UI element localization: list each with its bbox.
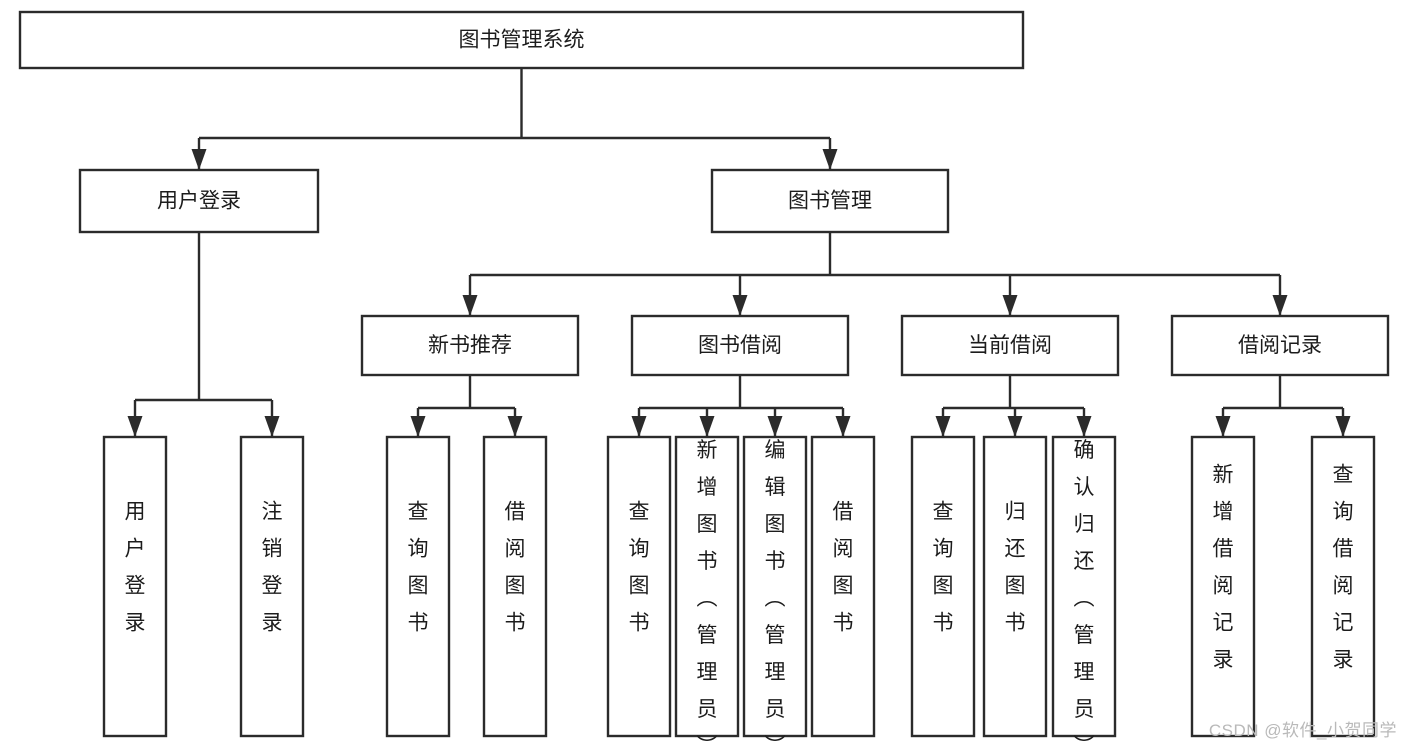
node-level3-3-box [1170, 314, 1390, 377]
node-leaf-1[interactable]: 注销登录 [239, 435, 305, 738]
node-leaf-11[interactable]: 新增借阅记录 [1190, 435, 1256, 738]
node-level3-0-label: 新书推荐 [428, 334, 512, 357]
node-leaf-7-label: 借阅图书 [833, 501, 854, 635]
node-leaf-7-box [810, 435, 876, 738]
node-level3-1[interactable]: 图书借阅 [630, 314, 850, 377]
edge-books-arrowhead-1 [732, 295, 748, 316]
edge-root-arrowhead-0 [191, 149, 207, 170]
node-leaf-2[interactable]: 查询图书 [385, 435, 451, 738]
node-leaf-11-box [1190, 435, 1256, 738]
node-leaf-7[interactable]: 借阅图书 [810, 435, 876, 738]
edge-login-arrowhead-1 [264, 416, 280, 437]
node-level2-0-box [78, 168, 320, 234]
edge-borrow-arrowhead-3 [835, 416, 851, 437]
node-leaf-12-label: 查询借阅记录 [1333, 464, 1354, 672]
node-leaf-0-label: 用户登录 [125, 501, 146, 635]
edge-books-arrowhead-2 [1002, 295, 1018, 316]
edge-root-arrowhead-1 [822, 149, 838, 170]
node-root-system-box [18, 10, 1025, 70]
node-level3-3[interactable]: 借阅记录 [1170, 314, 1390, 377]
node-level3-0[interactable]: 新书推荐 [360, 314, 580, 377]
node-leaf-1-label: 注销登录 [262, 501, 283, 635]
node-level2-0-label: 用户登录 [157, 190, 241, 213]
node-leaf-10-box [1051, 435, 1117, 738]
node-leaf-8-label: 查询图书 [933, 501, 954, 635]
edge-borrow-arrowhead-0 [631, 416, 647, 437]
node-leaf-4-label: 查询图书 [629, 501, 650, 635]
node-leaf-0-box [102, 435, 168, 738]
node-level2-0[interactable]: 用户登录 [78, 168, 320, 234]
node-leaf-3-box [482, 435, 548, 738]
node-level3-0-box [360, 314, 580, 377]
edge-records-arrowhead-1 [1335, 416, 1351, 437]
edge-newbooks-arrowhead-1 [507, 416, 523, 437]
node-level3-1-box [630, 314, 850, 377]
node-leaf-2-label: 查询图书 [408, 501, 429, 635]
node-leaf-9-box [982, 435, 1048, 738]
edge-books-arrowhead-0 [462, 295, 478, 316]
node-leaf-6-label: 编辑图书︵管理员︶ [765, 439, 786, 747]
node-level3-3-label: 借阅记录 [1238, 334, 1322, 357]
edge-books-arrowhead-3 [1272, 295, 1288, 316]
node-leaf-4[interactable]: 查询图书 [606, 435, 672, 738]
node-leaf-1-box [239, 435, 305, 738]
node-leaf-10[interactable]: 确认归还︵管理员︶ [1051, 435, 1117, 747]
node-leaf-4-box [606, 435, 672, 738]
edge-records-arrowhead-0 [1215, 416, 1231, 437]
node-leaf-6-box [742, 435, 808, 738]
node-level2-1-label: 图书管理 [788, 190, 872, 213]
connector-layer [127, 68, 1351, 437]
node-leaf-3[interactable]: 借阅图书 [482, 435, 548, 738]
node-leaf-11-label: 新增借阅记录 [1213, 464, 1234, 672]
node-leaf-6[interactable]: 编辑图书︵管理员︶ [742, 435, 808, 747]
node-root-system[interactable]: 图书管理系统 [18, 10, 1025, 70]
node-leaf-8-box [910, 435, 976, 738]
edge-current-arrowhead-1 [1007, 416, 1023, 437]
edge-current-arrowhead-2 [1076, 416, 1092, 437]
node-leaf-9-label: 归还图书 [1005, 501, 1026, 635]
node-level3-2-label: 当前借阅 [968, 334, 1052, 357]
node-leaf-5-label: 新增图书︵管理员︶ [697, 439, 718, 747]
node-level3-2[interactable]: 当前借阅 [900, 314, 1120, 377]
node-level2-1[interactable]: 图书管理 [710, 168, 950, 234]
node-level3-1-label: 图书借阅 [698, 334, 782, 357]
node-root-system-label: 图书管理系统 [459, 29, 585, 52]
node-leaf-2-box [385, 435, 451, 738]
edge-borrow-arrowhead-2 [767, 416, 783, 437]
node-leaf-10-label: 确认归还︵管理员︶ [1074, 439, 1095, 747]
node-leaf-9[interactable]: 归还图书 [982, 435, 1048, 738]
node-layer: 图书管理系统用户登录图书管理新书推荐图书借阅当前借阅借阅记录用户登录注销登录查询… [18, 10, 1390, 747]
node-level2-1-box [710, 168, 950, 234]
node-leaf-0[interactable]: 用户登录 [102, 435, 168, 738]
edge-newbooks-arrowhead-0 [410, 416, 426, 437]
node-leaf-5[interactable]: 新增图书︵管理员︶ [674, 435, 740, 747]
node-leaf-12-box [1310, 435, 1376, 738]
edge-login-arrowhead-0 [127, 416, 143, 437]
node-leaf-12[interactable]: 查询借阅记录 [1310, 435, 1376, 738]
edge-borrow-arrowhead-1 [699, 416, 715, 437]
node-leaf-3-label: 借阅图书 [505, 501, 526, 635]
node-level3-2-box [900, 314, 1120, 377]
node-leaf-8[interactable]: 查询图书 [910, 435, 976, 738]
edge-current-arrowhead-0 [935, 416, 951, 437]
node-leaf-5-box [674, 435, 740, 738]
